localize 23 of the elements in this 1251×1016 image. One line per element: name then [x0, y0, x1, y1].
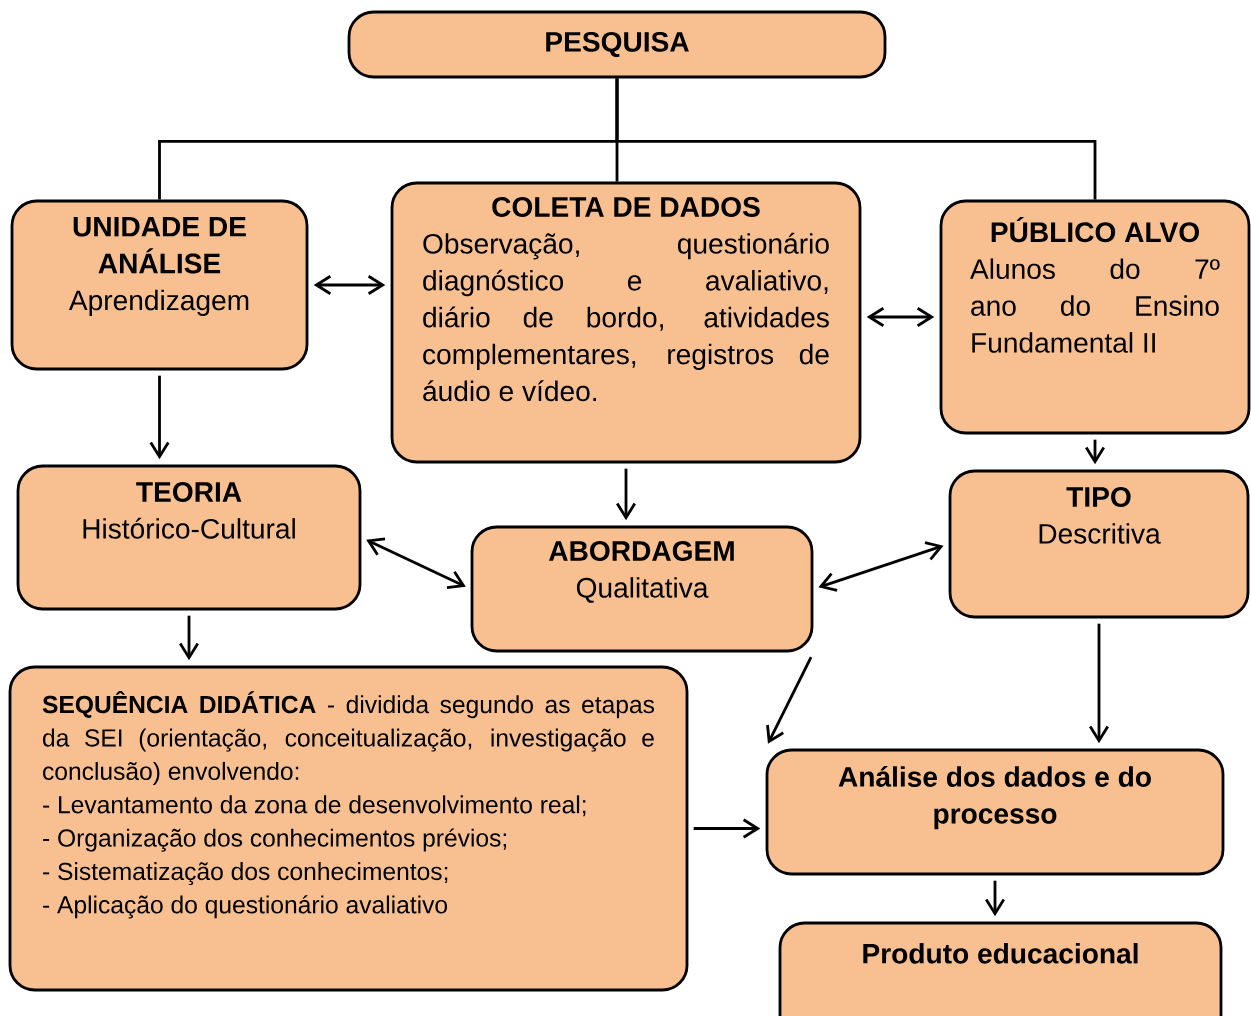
- process-box: UNIDADE DE ANÁLISE Aprendizagem: [10, 199, 309, 371]
- arrow: [366, 537, 466, 589]
- process-box: SEQUÊNCIA DIDÁTICA - dividida segundo as etapas da SEI (orientação, conceitualização, investigação e conclusão) envolvendo: - Levantamento da zona de desenvolvimento real; - Organização dos conhecimentos prévios; - Sistematização dos conhecimentos; - Aplicação do questionário avaliativo: [8, 665, 689, 992]
- connector-line: [615, 78, 1097, 200]
- process-box: COLETA DE DADOS Observação, questionário diagnóstico e avaliativo, diário de bordo, atividades complementares, registros de áudio e vídeo.: [390, 181, 862, 464]
- arrow: [818, 541, 944, 592]
- process-box: Análise dos dados e do processo: [765, 748, 1225, 876]
- arrow: [866, 307, 935, 327]
- arrow: [616, 468, 636, 521]
- process-box: PESQUISA: [347, 10, 887, 79]
- arrow: [985, 880, 1005, 917]
- process-box: TEORIA Histórico-Cultural: [16, 464, 362, 611]
- arrow: [693, 818, 761, 839]
- arrow: [1085, 439, 1105, 465]
- arrow: [766, 656, 813, 744]
- process-box: Produto educacional: [778, 921, 1223, 1016]
- arrow: [149, 375, 170, 460]
- arrow: [313, 275, 386, 295]
- arrow: [1089, 623, 1109, 744]
- process-box: TIPO Descritiva: [948, 469, 1250, 619]
- process-box: ABORDAGEM Qualitativa: [470, 525, 814, 653]
- arrow: [179, 615, 199, 661]
- process-box: PÚBLICO ALVO Alunos do 7º ano do Ensino Fundamental II: [939, 199, 1251, 435]
